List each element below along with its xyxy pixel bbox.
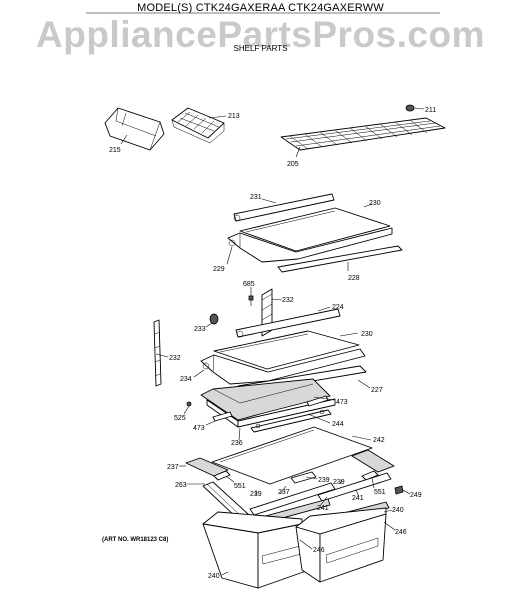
part-label-239-right: 239	[333, 479, 345, 486]
part-label-233: 233	[194, 326, 206, 333]
wire-shelf-205[interactable]	[280, 117, 446, 151]
shelf-trim-231[interactable]	[233, 193, 335, 222]
part-label-228: 228	[348, 275, 360, 282]
part-label-224: 224	[332, 304, 344, 311]
cover-support-237-left[interactable]	[185, 457, 229, 477]
part-label-239-center: 239	[318, 477, 330, 484]
part-label-232-left: 232	[169, 355, 181, 362]
shelf-ladder-232-left[interactable]	[153, 319, 162, 387]
part-label-227: 227	[371, 387, 383, 394]
slide-473-left[interactable]	[212, 411, 233, 422]
part-label-473-right: 473	[336, 399, 348, 406]
shelf-frame-234[interactable]	[200, 348, 366, 385]
clip-551-right[interactable]	[361, 470, 379, 481]
part-label-244: 244	[332, 421, 344, 428]
part-label-242: 242	[373, 437, 385, 444]
part-label-551-left: 551	[234, 483, 246, 490]
glass-shelf-230-middle[interactable]	[213, 330, 360, 370]
cam-233[interactable]	[209, 313, 219, 325]
part-label-229: 229	[213, 266, 225, 273]
art-number: (ART NO. WR18123 C8)	[102, 537, 169, 543]
section-title: SHELF PARTS	[233, 44, 288, 53]
part-label-230-middle: 230	[361, 331, 373, 338]
part-label-685: 685	[243, 281, 255, 288]
part-label-205: 205	[287, 161, 299, 168]
part-label-551-right: 551	[374, 489, 386, 496]
crisper-drawer-240-right[interactable]	[295, 507, 387, 583]
shelf-frame-229[interactable]	[227, 227, 393, 263]
watermark: AppliancePartsPros.com	[36, 14, 485, 55]
glass-shelf-230-upper[interactable]	[239, 207, 391, 252]
part-label-231: 231	[250, 194, 262, 201]
side-rail-263[interactable]	[202, 481, 249, 519]
part-label-246-right: 246	[395, 529, 407, 536]
bin-215[interactable]	[104, 107, 165, 151]
part-label-234: 234	[180, 376, 192, 383]
cover-support-237-right[interactable]	[351, 449, 395, 473]
model-title: MODEL(S) CTK24GAXERAA CTK24GAXERWW	[137, 2, 384, 14]
part-labels: 213 215 211 205 231 230 229 228 685 232 …	[109, 107, 436, 580]
slide-rail-241-right[interactable]	[317, 472, 392, 502]
slide-rail-241-left[interactable]	[249, 482, 336, 516]
crisper-glass-242[interactable]	[211, 426, 373, 485]
part-label-237-left: 237	[167, 464, 179, 471]
part-label-249: 249	[410, 492, 422, 499]
part-label-246-center: 246	[313, 547, 325, 554]
part-label-215: 215	[109, 147, 121, 154]
part-label-237-right: 237	[278, 489, 290, 496]
ice-tray-213[interactable]	[171, 107, 225, 144]
part-label-241-right: 241	[352, 495, 364, 502]
clip-551-left[interactable]	[213, 470, 231, 481]
part-label-473-left: 473	[193, 425, 205, 432]
shelf-support-211[interactable]	[405, 104, 415, 112]
part-label-211: 211	[425, 107, 436, 114]
part-label-213: 213	[228, 113, 240, 120]
screw-685[interactable]	[248, 295, 254, 306]
part-label-525: 525	[174, 415, 186, 422]
part-label-239-left: 239	[250, 491, 262, 498]
part-label-236: 236	[231, 440, 243, 447]
slide-239-center[interactable]	[290, 471, 317, 484]
part-label-240-left: 240	[208, 573, 220, 580]
bracket-249[interactable]	[394, 485, 404, 495]
crisper-drawer-240-left[interactable]	[202, 511, 310, 589]
slide-frame-236[interactable]	[200, 378, 336, 428]
part-label-240-right: 240	[392, 507, 404, 514]
shelf-trim-224[interactable]	[235, 308, 341, 338]
part-label-232-center: 232	[282, 297, 294, 304]
shelf-rail-228[interactable]	[277, 245, 403, 273]
part-label-230-upper: 230	[369, 200, 381, 207]
rivet-525[interactable]	[186, 401, 192, 407]
part-label-241-center: 241	[317, 505, 329, 512]
part-label-263: 263	[175, 482, 187, 489]
leader-lines	[120, 107, 425, 576]
